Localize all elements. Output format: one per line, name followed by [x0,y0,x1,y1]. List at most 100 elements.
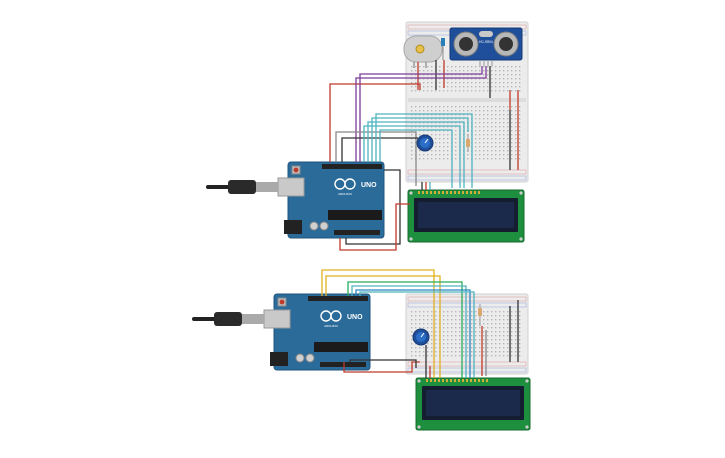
breadboard-hole [499,118,501,120]
breadboard-hole [483,134,485,136]
arduino-microcontroller [328,210,382,220]
breadboard-bottom[interactable] [405,293,529,375]
breadboard-hole [415,327,417,329]
breadboard-hole [439,154,441,156]
breadboard-hole [475,134,477,136]
potentiometer-bottom[interactable] [412,328,430,346]
breadboard-hole [507,122,509,124]
lcd-pin [442,191,444,194]
breadboard-hole [459,110,461,112]
breadboard-hole [411,110,413,112]
breadboard-hole [459,355,461,357]
breadboard-hole [495,154,497,156]
breadboard-hole [475,78,477,80]
breadboard-hole [503,78,505,80]
breadboard-hole [411,134,413,136]
lcd-pin [450,379,452,382]
breadboard-hole [495,347,497,349]
lcd-top[interactable] [407,189,525,243]
breadboard-hole [415,315,417,317]
breadboard-hole [495,311,497,313]
breadboard-hole [467,114,469,116]
lcd-bottom[interactable] [415,377,531,431]
breadboard-hole [507,150,509,152]
breadboard-hole [471,82,473,84]
breadboard-hole [411,355,413,357]
ultrasonic-sensor[interactable]: HC-SR04 [449,27,523,66]
usb-cable-top[interactable] [206,180,278,194]
breadboard-hole [495,150,497,152]
breadboard-hole [455,319,457,321]
breadboard-hole [475,138,477,140]
wire-lcd-rs-yellow [321,269,435,378]
breadboard-hole [431,106,433,108]
potentiometer-top[interactable] [416,134,434,152]
breadboard-hole [483,130,485,132]
breadboard-hole [419,355,421,357]
board-brand: ARDUINO [338,192,353,196]
arduino-power-header [334,230,380,235]
breadboard-hole [507,118,509,120]
lcd-pin [478,191,480,194]
arduino-uno-bottom[interactable]: UNO ARDUINO [263,293,371,371]
breadboard-hole [451,90,453,92]
breadboard-hole [503,319,505,321]
breadboard-hole [507,331,509,333]
breadboard-hole [515,74,517,76]
breadboard-hole [451,339,453,341]
breadboard-hole [511,142,513,144]
breadboard-hole [471,66,473,68]
breadboard-hole [467,315,469,317]
breadboard-hole [451,311,453,313]
breadboard-hole [515,106,517,108]
breadboard-hole [511,74,513,76]
diode[interactable] [441,38,445,60]
breadboard-hole [491,110,493,112]
breadboard-hole [455,355,457,357]
breadboard-hole [439,118,441,120]
breadboard-hole [455,351,457,353]
lcd-pin [470,191,472,194]
breadboard-hole [491,351,493,353]
breadboard-hole [443,118,445,120]
breadboard-hole [487,339,489,341]
resistor-top[interactable] [466,134,470,152]
breadboard-hole [415,311,417,313]
breadboard-hole [423,323,425,325]
breadboard-hole [439,134,441,136]
cable-plug [214,312,242,326]
breadboard-hole [483,343,485,345]
breadboard-hole [487,78,489,80]
arduino-uno-top[interactable]: UNO ARDUINO [277,161,385,239]
breadboard-hole [423,70,425,72]
breadboard-hole [463,343,465,345]
breadboard-hole [515,142,517,144]
breadboard-hole [415,351,417,353]
breadboard-hole [447,142,449,144]
breadboard-hole [427,82,429,84]
breadboard-hole [499,110,501,112]
breadboard-hole [503,138,505,140]
arduino-board [287,161,385,239]
lcd-pin [454,379,456,382]
breadboard-hole [511,347,513,349]
breadboard-hole [459,90,461,92]
breadboard-hole [499,315,501,317]
breadboard-hole [515,339,517,341]
lcd-pin [474,379,476,382]
breadboard-hole [499,351,501,353]
breadboard-hole [487,70,489,72]
arduino-digital-header [308,296,368,301]
breadboard-hole [491,347,493,349]
breadboard-hole [455,142,457,144]
usb-cable-bottom[interactable] [192,312,264,326]
dc-motor[interactable] [403,35,443,68]
breadboard-hole [435,146,437,148]
breadboard-hole [455,118,457,120]
breadboard-hole [431,82,433,84]
breadboard-hole [507,70,509,72]
breadboard-hole [487,130,489,132]
breadboard-hole [491,138,493,140]
resistor-bottom[interactable] [478,304,482,326]
